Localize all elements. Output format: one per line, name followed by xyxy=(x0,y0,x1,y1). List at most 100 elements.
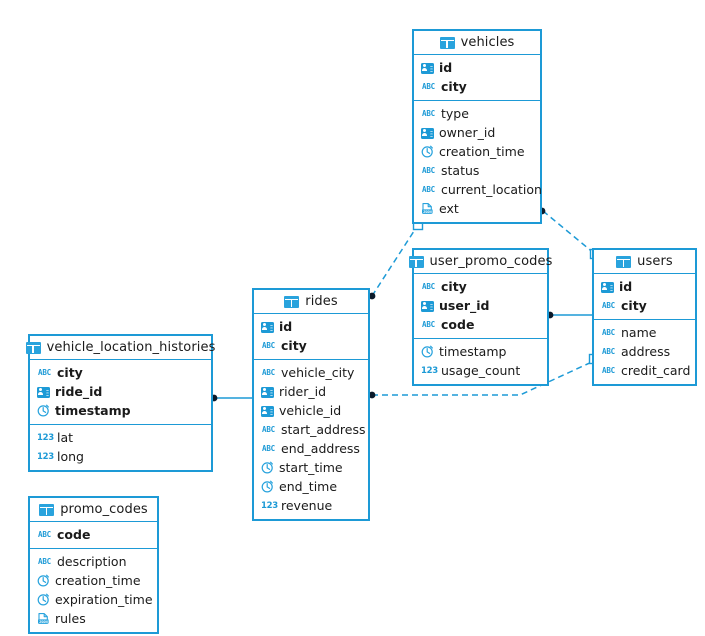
field-name: long xyxy=(57,449,84,464)
id-badge-icon xyxy=(261,321,274,333)
field-row[interactable]: creation_time xyxy=(414,142,540,161)
table-grid-icon xyxy=(439,36,455,49)
json-document-icon: JSON xyxy=(421,202,434,215)
field-name: usage_count xyxy=(441,363,521,378)
field-row[interactable]: start_time xyxy=(254,458,368,477)
field-row[interactable]: expiration_time xyxy=(30,590,157,609)
string-type-icon: ABC xyxy=(262,443,275,453)
field-row[interactable]: vehicle_id xyxy=(254,401,368,420)
field-name: vehicle_city xyxy=(281,365,355,380)
string-type-icon: ABC xyxy=(262,424,275,434)
field-row[interactable]: creation_time xyxy=(30,571,157,590)
id-badge-icon xyxy=(421,300,434,312)
field-name: end_address xyxy=(281,441,360,456)
field-name: id xyxy=(439,60,453,75)
string-type-icon: ABC xyxy=(38,367,51,377)
field-row[interactable]: ABC end_address xyxy=(254,439,368,458)
clock-icon xyxy=(421,345,434,358)
id-badge-icon xyxy=(37,386,50,398)
field-row[interactable]: timestamp xyxy=(30,401,211,420)
number-type-icon: 123 xyxy=(37,432,54,443)
field-row[interactable]: owner_id xyxy=(414,123,540,142)
field-name: revenue xyxy=(281,498,333,513)
field-row[interactable]: id xyxy=(594,277,695,296)
field-row[interactable]: user_id xyxy=(414,296,547,315)
string-type-icon: ABC xyxy=(38,556,51,566)
field-row[interactable]: rider_id xyxy=(254,382,368,401)
clock-icon xyxy=(37,404,50,417)
table-name: vehicles xyxy=(460,35,515,50)
field-row[interactable]: ABC city xyxy=(414,277,547,296)
field-row[interactable]: end_time xyxy=(254,477,368,496)
number-type-icon: 123 xyxy=(261,500,278,511)
field-name: expiration_time xyxy=(55,592,153,607)
field-name: city xyxy=(441,279,467,294)
id-badge-icon xyxy=(421,62,434,74)
table-grid-icon xyxy=(616,255,632,268)
field-name: creation_time xyxy=(55,573,141,588)
field-name: id xyxy=(279,319,293,334)
table-name: user_promo_codes xyxy=(429,254,553,269)
field-name: code xyxy=(57,527,91,542)
id-badge-icon xyxy=(261,386,274,398)
clock-icon xyxy=(261,461,274,474)
clock-icon xyxy=(37,593,50,606)
field-row[interactable]: id xyxy=(254,317,368,336)
table-header-rides[interactable]: rides xyxy=(254,290,368,314)
clock-icon xyxy=(421,145,434,158)
table-header-promo_codes[interactable]: promo_codes xyxy=(30,498,157,522)
string-type-icon: ABC xyxy=(422,81,435,91)
string-type-icon: ABC xyxy=(422,184,435,194)
table-header-users[interactable]: users xyxy=(594,250,695,274)
relationship-vehicle-location-histories-to-rides[interactable] xyxy=(210,394,252,402)
json-document-icon: JSON xyxy=(37,612,50,625)
field-row[interactable]: timestamp xyxy=(414,342,547,361)
table-name: vehicle_location_histories xyxy=(46,340,216,355)
field-name: type xyxy=(441,106,469,121)
field-name: lat xyxy=(57,430,74,445)
field-row[interactable]: id xyxy=(414,58,540,77)
svg-text:JSON: JSON xyxy=(423,210,432,214)
relationship-user-promo-codes-to-users[interactable] xyxy=(546,311,592,319)
table-name: users xyxy=(637,254,673,269)
field-row[interactable]: ride_id xyxy=(30,382,211,401)
table-header-vehicle_location_histories[interactable]: vehicle_location_histories xyxy=(25,336,215,360)
number-type-icon: 123 xyxy=(421,365,438,376)
table-header-user_promo_codes[interactable]: user_promo_codes xyxy=(408,250,552,274)
table-header-vehicles[interactable]: vehicles xyxy=(414,31,540,55)
string-type-icon: ABC xyxy=(422,281,435,291)
